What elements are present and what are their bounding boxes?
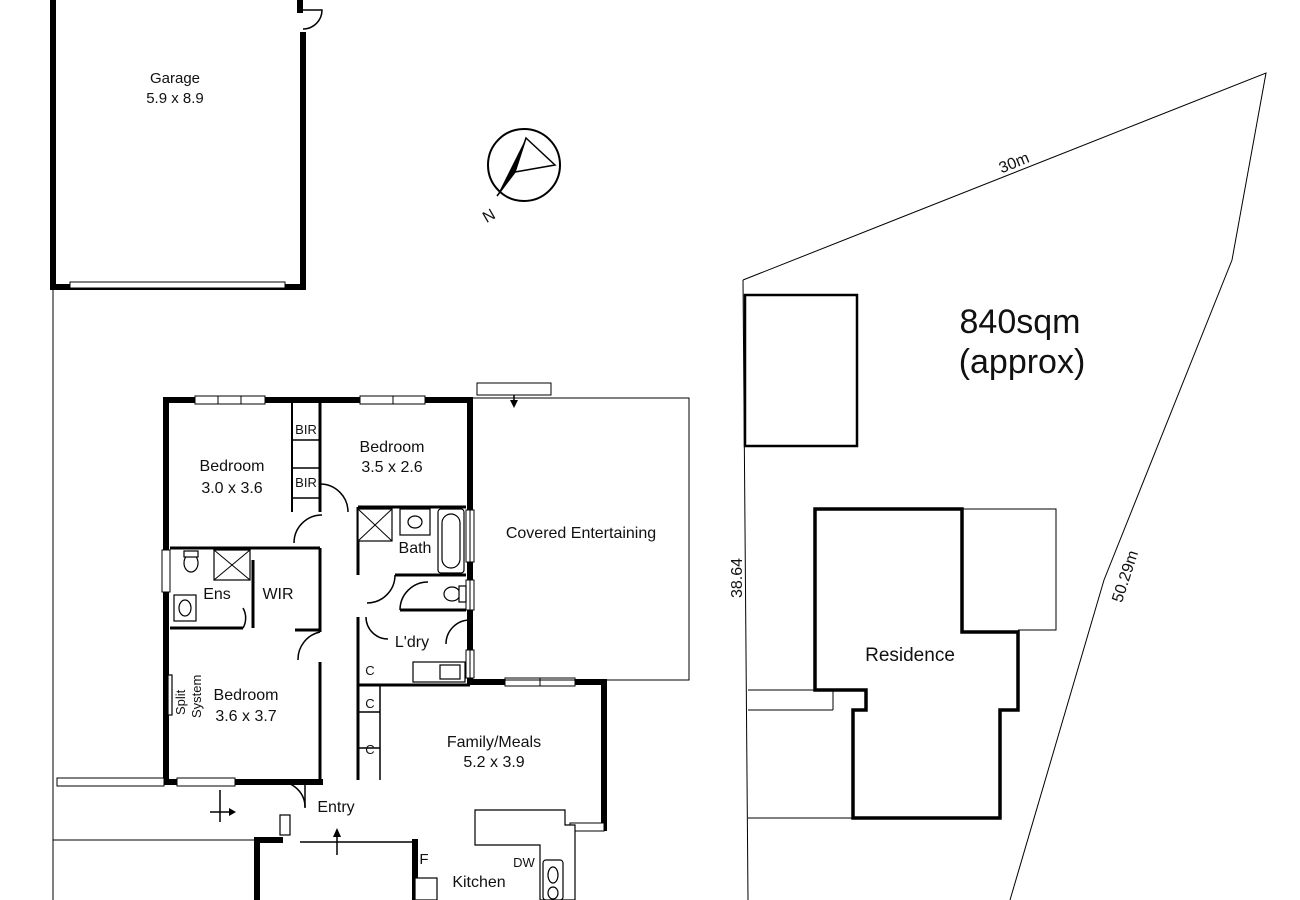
garage: Garage 5.9 x 8.9 <box>50 0 323 290</box>
split-system-label-2: System <box>189 675 204 718</box>
residence-outline <box>813 507 1020 820</box>
bedroom-low-size: 3.6 x 3.7 <box>215 708 276 725</box>
residence-label: Residence <box>865 645 955 666</box>
bedroom-mid-label: Bedroom <box>360 439 425 456</box>
dishwasher-label: DW <box>513 855 535 870</box>
kitchen-label: Kitchen <box>452 874 505 891</box>
family-meals-size: 5.2 x 3.9 <box>463 754 524 771</box>
dimension-right: 50.29m <box>1109 549 1142 605</box>
cupboard-label-2: C <box>365 696 374 711</box>
garage-label: Garage <box>150 70 200 87</box>
garage-size: 5.9 x 8.9 <box>146 90 204 107</box>
room-labels: Bedroom 3.0 x 3.6 Bedroom 3.5 x 2.6 BIR … <box>173 422 656 891</box>
bir-label-1: BIR <box>295 422 317 437</box>
covered-entertaining-label: Covered Entertaining <box>506 525 656 542</box>
site-area-line1: 840sqm <box>960 303 1081 341</box>
cupboard-label-3: C <box>365 742 374 757</box>
bedroom-mid-size: 3.5 x 2.6 <box>361 459 422 476</box>
site-area-line2: (approx) <box>959 343 1086 381</box>
doors <box>242 483 471 808</box>
laundry-label: L'dry <box>395 634 429 651</box>
garage-side-door <box>302 9 323 30</box>
compass-icon: N <box>480 128 561 227</box>
bedroom-left-size: 3.0 x 3.6 <box>201 480 262 497</box>
wir-label: WIR <box>262 586 293 603</box>
family-meals-label: Family/Meals <box>447 734 541 751</box>
split-system-label-1: Split <box>173 689 188 715</box>
entry-label: Entry <box>317 799 354 816</box>
bedroom-low-label: Bedroom <box>214 687 279 704</box>
dimension-left: 38.64 <box>729 558 746 598</box>
fixtures <box>167 508 576 900</box>
bath-label: Bath <box>399 540 432 557</box>
arrows <box>210 382 552 855</box>
bedroom-left-label: Bedroom <box>200 458 265 475</box>
compass-north-label: N <box>480 206 499 227</box>
garage-door <box>69 281 286 289</box>
ensuite-label: Ens <box>203 586 231 603</box>
fridge-label: F <box>419 851 428 868</box>
site-plan: 840sqm (approx) Residence 30m 38.64 50.2… <box>729 72 1267 900</box>
covered-entertaining-area <box>469 397 690 681</box>
site-boundary <box>742 72 1267 900</box>
boundary-lines-lower <box>53 777 257 841</box>
shed-outline <box>743 293 859 448</box>
residence-annex <box>962 508 1057 631</box>
cupboard-label-1: C <box>365 663 374 678</box>
bir-label-2: BIR <box>295 475 317 490</box>
